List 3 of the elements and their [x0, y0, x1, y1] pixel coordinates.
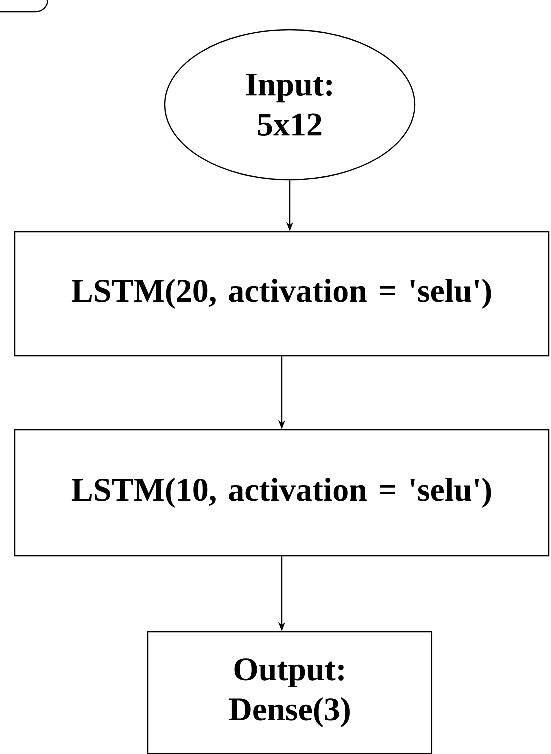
layer-box: LSTM(20, activation = 'selu') [14, 231, 550, 357]
layer-box: Output: Dense(3) [147, 631, 433, 754]
layer-box: LSTM(10, activation = 'selu') [14, 429, 550, 557]
